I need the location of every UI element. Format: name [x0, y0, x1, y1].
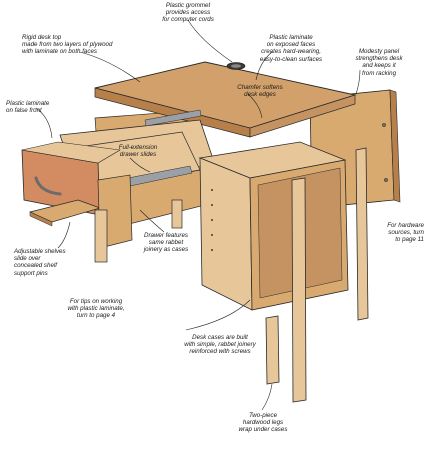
callout-chamfer: Chamfer softens desk edges	[237, 84, 283, 99]
two-piece-leg	[265, 315, 280, 385]
drawer-slide-upper	[144, 109, 202, 127]
callout-drawer-joinery: Drawer features same rabbet joinery as c…	[143, 232, 189, 254]
callout-desk-cases: Desk cases are built with simple, rabbet…	[184, 334, 256, 356]
callout-laminate-tips: For tips on working with plastic laminat…	[67, 298, 125, 320]
right-front-leg	[291, 177, 307, 403]
adjustable-shelf-edge	[29, 211, 53, 227]
desk-top-side-edge	[249, 94, 356, 138]
grommet-inner	[231, 64, 241, 68]
right-case-front-side	[199, 157, 253, 311]
drawer-front-top	[21, 141, 121, 164]
callout-rigid-top: Rigid desk top made from two layers of p…	[22, 34, 113, 56]
callout-drawer-slides: Full-extension drawer slides	[118, 144, 158, 159]
callout-grommet: Plastic grommet provides access for comp…	[162, 2, 214, 24]
drawer-pull	[34, 176, 62, 196]
left-front-leg	[94, 209, 108, 263]
shelf-pin-holes	[211, 189, 213, 251]
leader-lines	[35, 19, 361, 411]
callout-false-front: Plastic laminate on false front	[6, 100, 50, 115]
left-back-leg	[171, 199, 183, 229]
callout-modesty-panel: Modesty panel strengthens desk and keeps…	[355, 48, 403, 77]
callout-hardware: For hardware sources, turn to page 11	[387, 222, 424, 244]
screw-2	[384, 177, 389, 182]
callout-laminate-exposed: Plastic laminate on exposed faces create…	[259, 34, 323, 63]
modesty-panel-edge	[389, 89, 401, 203]
callout-adjustable-shelves: Adjustable shelves slide over concealed …	[14, 248, 66, 277]
callout-two-piece-legs: Two-piece hardwood legs wrap under cases	[238, 412, 288, 434]
screw-1	[382, 122, 387, 127]
right-back-leg	[355, 147, 369, 321]
